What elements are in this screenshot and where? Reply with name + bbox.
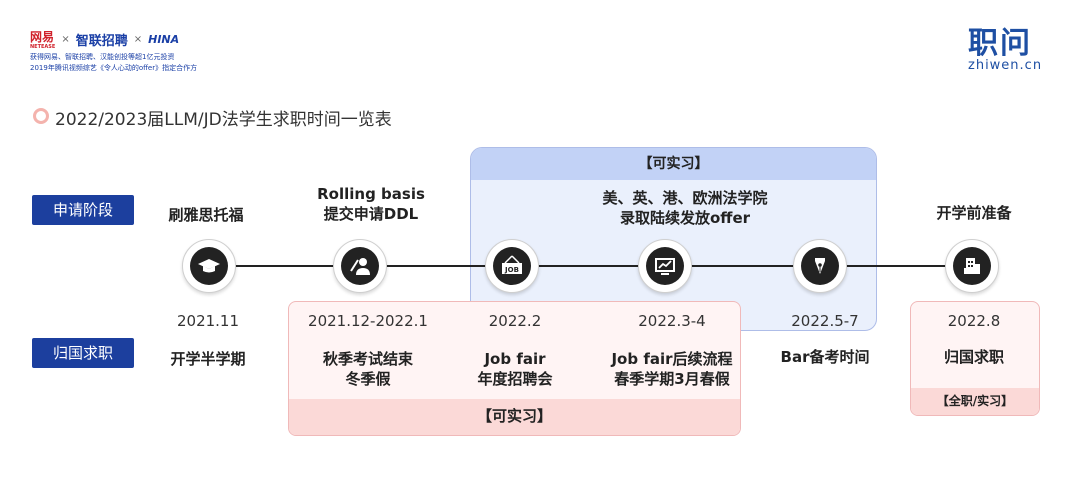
date-label: 2022.3-4 xyxy=(638,312,706,330)
blue-box-header xyxy=(471,148,876,180)
timeline-line xyxy=(210,265,975,267)
timeline-node xyxy=(638,239,692,293)
event-label: Bar备考时间 xyxy=(780,348,870,366)
fulltime-pink-box: 【全职/实习】 xyxy=(910,301,1040,416)
blue-box-text: 美、英、港、欧洲法学院录取陆续发放offer xyxy=(602,189,768,227)
times-sign: × xyxy=(133,33,143,45)
timeline-node: JOB xyxy=(485,239,539,293)
blue-box-header-text: 【可实习】 xyxy=(638,156,709,172)
brand-url: zhiwen.cn xyxy=(968,58,1043,73)
job-sign-icon: JOB xyxy=(493,247,531,285)
top-label-prep: 开学前准备 xyxy=(936,204,1012,222)
pink-box-footer: 【可实习】 xyxy=(289,399,740,435)
event-label: 开学半学期 xyxy=(170,350,246,368)
svg-text:JOB: JOB xyxy=(504,266,519,274)
partner-tagline: 2019年腾讯视频综艺《令人心动的offer》指定合作方 xyxy=(30,64,198,72)
person-search-icon xyxy=(341,247,379,285)
timeline-node xyxy=(182,239,236,293)
event-label: 秋季考试结束冬季假 xyxy=(322,350,413,388)
date-label: 2022.5-7 xyxy=(791,312,859,330)
event-label: 归国求职 xyxy=(943,348,1004,366)
internship-admission-box: 【可实习】 xyxy=(470,147,877,331)
graduation-cap-icon xyxy=(190,247,228,285)
times-sign: × xyxy=(61,33,70,45)
date-label: 2022.8 xyxy=(947,312,1001,330)
title-ring-icon xyxy=(33,108,49,124)
chart-monitor-icon xyxy=(646,247,684,285)
date-label: 2022.2 xyxy=(488,312,542,330)
row-label-apply: 申请阶段 xyxy=(32,195,134,225)
top-label-ielts: 刷雅思托福 xyxy=(168,206,244,224)
investment-tagline: 获得网易、智联招聘、汉能创投等超1亿元投资 xyxy=(30,53,175,61)
page-title: 2022/2023届LLM/JD法学生求职时间一览表 xyxy=(55,110,392,130)
timeline-node xyxy=(333,239,387,293)
date-label: 2021.11 xyxy=(176,312,240,330)
pink-box2-footer: 【全职/实习】 xyxy=(911,388,1039,415)
zhilian-logo: 智联招聘 xyxy=(75,33,128,49)
building-icon xyxy=(953,247,991,285)
timeline-node xyxy=(793,239,847,293)
timeline-node xyxy=(945,239,999,293)
row-label-return: 归国求职 xyxy=(32,338,134,368)
brand-logo: 职问 xyxy=(968,26,1032,61)
event-label: Job fair后续流程春季学期3月春假 xyxy=(611,350,733,388)
date-label: 2021.12-2022.1 xyxy=(308,312,428,330)
pen-nib-icon xyxy=(801,247,839,285)
hina-logo: HINA xyxy=(148,32,180,46)
internship-pink-box: 【可实习】 xyxy=(288,301,741,436)
